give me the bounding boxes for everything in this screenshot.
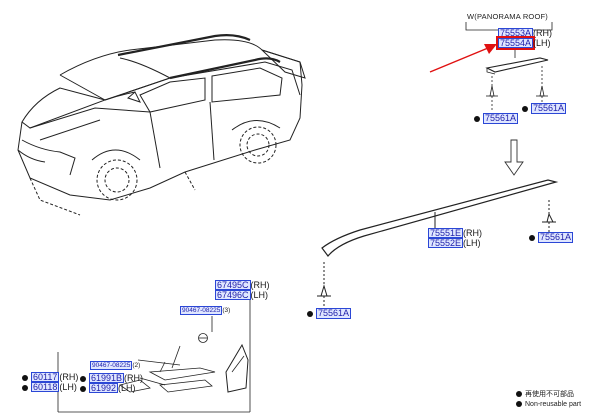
non-reusable-dot-icon bbox=[516, 401, 522, 408]
non-reusable-dot-icon bbox=[516, 391, 522, 398]
part-75553A-side: (RH) bbox=[533, 28, 553, 38]
non-reusable-dot-icon bbox=[474, 115, 480, 122]
roof-molding-labels: 75551E(RH) 75552E(LH) bbox=[428, 228, 482, 248]
part-75561A-label-3: 75561A bbox=[529, 232, 574, 243]
part-75553A-link[interactable]: 75553A bbox=[498, 28, 534, 38]
part-90467-qty: (2) bbox=[132, 362, 141, 369]
garnish-labels: 60117(RH) 60118(LH) bbox=[22, 372, 78, 392]
seal-labels: 61991B(RH) 61992(LH) bbox=[80, 373, 143, 393]
part-67496C-link[interactable]: 67496C bbox=[215, 290, 251, 300]
quarter-trim-assembly bbox=[57, 297, 251, 413]
part-90467-qty: (3) bbox=[222, 307, 231, 314]
panorama-roof-heading: W(PANORAMA ROOF) bbox=[467, 12, 548, 21]
part-75561A-link[interactable]: 75561A bbox=[483, 113, 519, 124]
part-61991B-link[interactable]: 61991B bbox=[89, 373, 125, 383]
part-75561A-label-1: 75561A bbox=[474, 113, 519, 124]
part-67495C-link[interactable]: 67495C bbox=[215, 280, 251, 290]
legend: 再使用不可部品 Non-reusable part bbox=[516, 390, 581, 410]
non-reusable-dot-icon bbox=[22, 384, 28, 391]
part-60118-side: (LH) bbox=[59, 382, 77, 392]
part-75561A-label-2: 75561A bbox=[522, 103, 567, 114]
molding-small-part-labels: 75553A(RH) 75554A(LH) bbox=[495, 28, 553, 50]
part-75554A-link[interactable]: 75554A bbox=[495, 36, 536, 50]
bolt-90467-label-a: 90467-08225(3) bbox=[180, 306, 230, 315]
part-75551E-side: (RH) bbox=[463, 228, 483, 238]
part-75561A-label-4: 75561A bbox=[307, 308, 352, 319]
roof-molding-assembly bbox=[317, 179, 559, 308]
part-67496C-side: (LH) bbox=[250, 290, 269, 300]
part-75554A-side: (LH) bbox=[533, 38, 551, 48]
legend-english: Non-reusable part bbox=[525, 401, 582, 408]
part-75561A-link[interactable]: 75561A bbox=[531, 103, 567, 114]
part-60117-link[interactable]: 60117 bbox=[31, 372, 60, 382]
non-reusable-dot-icon bbox=[307, 310, 313, 317]
quarter-trim-labels: 67495C(RH) 67496C(LH) bbox=[215, 280, 270, 300]
part-75561A-link[interactable]: 75561A bbox=[538, 232, 574, 243]
vehicle-illustration bbox=[17, 34, 306, 216]
legend-japanese: 再使用不可部品 bbox=[525, 391, 574, 398]
part-75561A-link[interactable]: 75561A bbox=[316, 308, 352, 319]
red-arrow bbox=[429, 44, 497, 73]
part-75552E-link[interactable]: 75552E bbox=[428, 238, 464, 248]
non-reusable-dot-icon bbox=[529, 234, 535, 241]
part-75552E-side: (LH) bbox=[463, 238, 481, 248]
down-arrow bbox=[504, 139, 524, 176]
bolt-90467-label-b: 90467-08225(2) bbox=[90, 361, 140, 370]
non-reusable-dot-icon bbox=[80, 385, 86, 392]
non-reusable-dot-icon bbox=[22, 374, 28, 381]
non-reusable-dot-icon bbox=[80, 375, 86, 382]
part-60117-side: (RH) bbox=[59, 372, 79, 382]
part-90467-08225-link[interactable]: 90467-08225 bbox=[90, 361, 133, 370]
part-67495C-side: (RH) bbox=[250, 280, 270, 290]
part-61992-side: (LH) bbox=[118, 383, 136, 393]
non-reusable-dot-icon bbox=[522, 105, 528, 112]
part-90467-08225-link[interactable]: 90467-08225 bbox=[180, 306, 223, 315]
part-60118-link[interactable]: 60118 bbox=[31, 382, 60, 392]
part-75551E-link[interactable]: 75551E bbox=[428, 228, 464, 238]
part-61991B-side: (RH) bbox=[124, 373, 144, 383]
part-61992-link[interactable]: 61992 bbox=[89, 383, 119, 393]
